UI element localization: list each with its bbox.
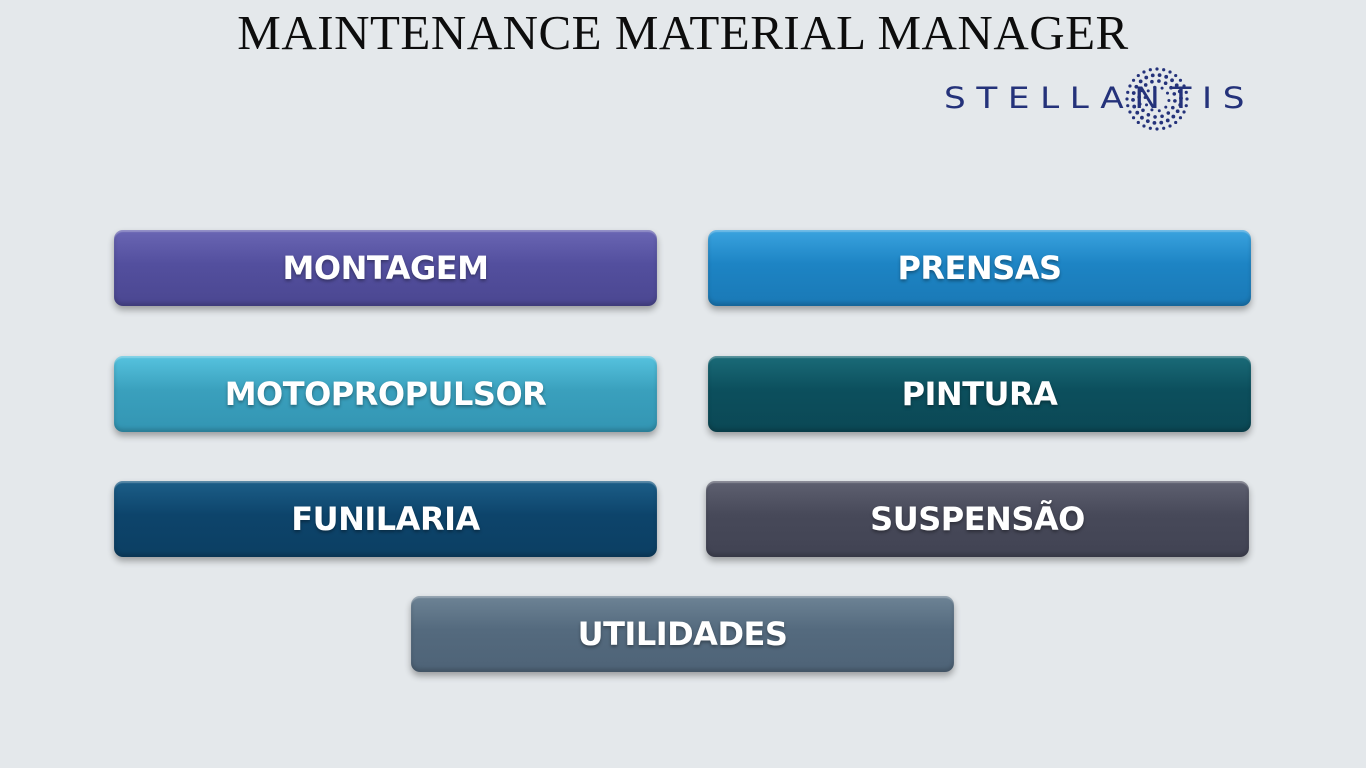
logo-dot	[1185, 97, 1189, 101]
prensas-label: PRENSAS	[897, 249, 1062, 287]
logo-dot	[1148, 126, 1152, 130]
logo-dot	[1134, 84, 1139, 89]
logo-dot	[1131, 78, 1136, 82]
logo-dot	[1163, 81, 1168, 85]
logo-dot	[1142, 70, 1146, 74]
logo-dot	[1175, 109, 1180, 114]
logo-dot	[1131, 97, 1135, 102]
logo-dot	[1171, 114, 1176, 119]
logo-dot	[1150, 79, 1154, 84]
logo-dot	[1146, 113, 1151, 117]
logo-dot	[1153, 85, 1157, 89]
logo-dot	[1155, 67, 1159, 71]
logo-dot	[1168, 124, 1172, 128]
logo-dot	[1177, 89, 1182, 94]
logo-dot	[1148, 68, 1152, 72]
logo-dot	[1172, 92, 1177, 96]
utilidades-button[interactable]: UTILIDADES	[411, 596, 954, 672]
logo-dot	[1142, 124, 1146, 128]
motopropulsor-label: MOTOPROPULSOR	[224, 375, 547, 413]
logo-dot	[1132, 104, 1137, 109]
logo-dot	[1166, 111, 1171, 115]
logo-dot	[1153, 115, 1157, 119]
montagem-button[interactable]: MONTAGEM	[114, 230, 657, 306]
logo-dot	[1150, 73, 1155, 78]
stellantis-logo: STELLANTIS	[944, 62, 1344, 136]
logo-dot	[1139, 88, 1143, 93]
logo-wordmark: STELLANTIS	[944, 81, 1256, 115]
logo-dot	[1128, 84, 1132, 88]
logo-dot	[1137, 95, 1141, 99]
logo-dot	[1157, 73, 1162, 78]
pintura-button[interactable]: PINTURA	[708, 356, 1251, 432]
logo-dot	[1160, 114, 1164, 119]
logo-dot	[1138, 79, 1143, 84]
logo-dot	[1174, 73, 1178, 78]
logo-dot	[1178, 103, 1183, 107]
logo-dot	[1170, 78, 1174, 83]
logo-dot	[1178, 116, 1183, 120]
prensas-button[interactable]: PRENSAS	[708, 230, 1251, 306]
logo-dot	[1184, 104, 1188, 108]
logo-dot	[1152, 120, 1157, 125]
logo-dot	[1178, 78, 1183, 82]
logo-dot	[1160, 86, 1164, 90]
funilaria-label: FUNILARIA	[291, 500, 480, 538]
logo-dot	[1128, 110, 1132, 114]
logo-dot	[1136, 73, 1140, 78]
logo-dot	[1159, 120, 1164, 125]
page-title: MAINTENANCE MATERIAL MANAGER	[237, 5, 1129, 60]
logo-dot	[1131, 91, 1136, 95]
utilidades-label: UTILIDADES	[577, 615, 788, 653]
suspensao-button[interactable]: SUSPENSÃO	[706, 481, 1249, 557]
logo-dot	[1140, 115, 1144, 120]
logo-dot	[1182, 84, 1186, 88]
logo-dot	[1145, 119, 1150, 124]
logo-dot	[1162, 68, 1166, 72]
logo-dot	[1182, 110, 1186, 114]
logo-dot	[1167, 98, 1171, 102]
logo-dot	[1126, 90, 1130, 94]
logo-dot	[1157, 109, 1161, 113]
stellantis-dotted-star-icon	[1125, 67, 1189, 131]
logo-dot	[1145, 103, 1149, 107]
logo-dot	[1165, 118, 1170, 123]
logo-dot	[1157, 79, 1161, 83]
pintura-label: PINTURA	[901, 375, 1058, 413]
logo-dot	[1184, 90, 1188, 94]
logo-dot	[1171, 105, 1175, 110]
logo-dot	[1168, 70, 1172, 74]
logo-dot	[1179, 96, 1183, 101]
logo-dot	[1162, 126, 1166, 130]
logo-dot	[1146, 89, 1150, 93]
logo-dot	[1131, 116, 1136, 120]
logo-dot	[1169, 85, 1173, 90]
logo-dot	[1174, 120, 1178, 125]
logo-dot	[1125, 97, 1129, 101]
logo-dot	[1165, 91, 1169, 95]
logo-dot	[1155, 127, 1159, 131]
funilaria-button[interactable]: FUNILARIA	[114, 481, 657, 557]
suspensao-label: SUSPENSÃO	[870, 500, 1085, 538]
logo-dot	[1143, 83, 1148, 87]
logo-dot	[1141, 108, 1145, 113]
logo-dot	[1174, 83, 1179, 88]
logo-dot	[1164, 105, 1168, 109]
motopropulsor-button[interactable]: MOTOPROPULSOR	[114, 356, 657, 432]
logo-dot	[1164, 74, 1169, 79]
logo-dot	[1143, 96, 1147, 100]
montagem-label: MONTAGEM	[282, 249, 489, 287]
logo-dot	[1144, 75, 1149, 80]
logo-dot	[1173, 99, 1177, 103]
logo-dot	[1135, 110, 1140, 115]
logo-dot	[1150, 108, 1154, 112]
logo-dot	[1136, 120, 1140, 125]
logo-dot	[1126, 104, 1130, 108]
logo-dot	[1137, 102, 1142, 106]
